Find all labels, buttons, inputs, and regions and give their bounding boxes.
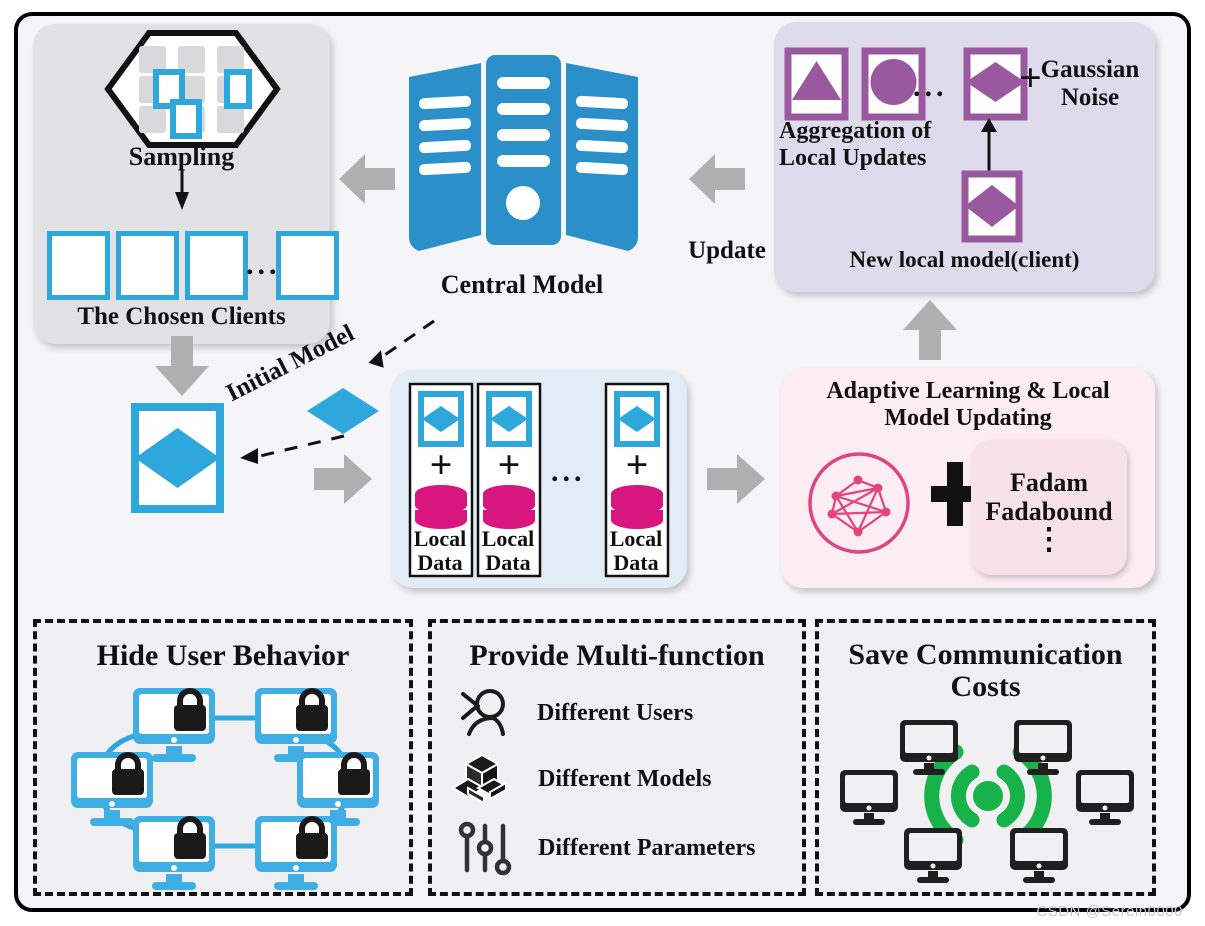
server-rack-icon [405,55,642,253]
diamond-glyph [966,62,1025,102]
local-data-card-label: Local Data [476,526,540,576]
circle-glyph [870,59,917,105]
benefit-title-save-line2: Costs [950,670,1021,704]
feature-label-models: Different Models [538,765,712,792]
sampling-down-arrow-icon [172,170,192,212]
chosen-client-box [276,231,339,300]
benefit-panel-save-communication-costs [815,619,1156,896]
new-local-model-label: New local model(client) [849,247,1080,272]
user-icon [455,688,511,738]
local-data-card-label: Local Data [604,526,668,576]
local-data-line1: Local [609,526,663,551]
chosen-clients-ellipsis: ... [246,248,281,281]
arrow-adaptive-to-aggregation [901,300,959,362]
benefit-title-save: Save Communication Costs [815,638,1156,704]
svg-text:+: + [498,442,521,487]
optimizers-list: Fadam Fadabound ⋮ [975,468,1123,557]
optimizer-item: Fadam [1010,468,1088,497]
benefit-title-provide: Provide Multi-function [469,639,765,672]
feature-label-parameters: Different Parameters [538,834,756,861]
sampling-label: Sampling [128,142,235,171]
aggregation-label: Aggregation of Local Updates [779,118,979,172]
sampling-hexagon-icon [104,30,281,148]
arrow-initial-to-localdata [312,452,374,506]
benefit-title-hide: Hide User Behavior [96,639,350,672]
arrow-aggregation-to-server [687,152,747,206]
chosen-client-box [47,231,110,300]
local-data-line1: Local [413,526,467,551]
plus-noise-symbol: + [1019,55,1042,100]
initial-model-dashed-arrow-icon [228,430,348,466]
chosen-client-box [116,231,179,300]
feature-row-models: Different Models [451,753,712,805]
local-data-line1: Local [481,526,535,551]
initial-model-diamond-icon [306,387,380,435]
chosen-client-box [185,231,248,300]
arrow-server-to-sampling [337,152,397,206]
adaptive-title-line1: Adaptive Learning & Local [826,378,1110,404]
local-data-line2: Data [417,550,463,576]
central-to-initial-dashed-arrow-icon [348,315,438,377]
optimizers-more-dots: ⋮ [1034,523,1064,557]
aggregation-shapes [784,47,1028,121]
adaptive-plus-symbol [928,458,982,530]
new-local-model-up-arrow-icon [978,118,1000,174]
new-local-model-icon [961,170,1023,243]
local-data-ellipsis: ... [551,455,586,488]
feature-row-users: Different Users [455,688,693,738]
gaussian-noise-label: Gaussian Noise [1020,56,1160,112]
aggregation-line2: Local Updates [779,144,927,171]
triangle-glyph [792,61,841,100]
optimizer-item: Fadabound [985,497,1113,527]
local-data-cards: + + + [408,382,670,578]
svg-text:+: + [626,442,649,487]
adaptive-title-line2: Model Updating [884,404,1052,431]
local-data-line2: Data [485,550,531,576]
watermark: CSDN @Serein0000 [1036,903,1183,920]
cubes-icon [451,753,513,805]
arrow-sampling-to-initial [153,336,211,398]
feature-label-users: Different Users [537,699,694,726]
benefit-title-save-line1: Save Communication [848,638,1123,671]
neural-network-icon [806,450,912,556]
locked-monitors-network-icon [55,682,393,890]
optimizers-box [971,440,1127,575]
adaptive-title: Adaptive Learning & Local Model Updating [790,378,1146,432]
svg-text:+: + [430,442,453,487]
gaussian-noise-line2: Noise [1060,84,1120,111]
local-data-card-label: Local Data [408,526,472,576]
wifi-monitors-icon [838,718,1138,888]
feature-row-parameters: Different Parameters [458,820,755,876]
aggregation-ellipsis: ... [913,70,948,103]
chosen-clients-label: The Chosen Clients [77,303,286,330]
arrow-localdata-to-adaptive [705,452,767,506]
update-label: Update [688,237,766,264]
local-data-line2: Data [613,550,659,576]
sliders-icon [458,820,512,876]
aggregation-line1: Aggregation of [779,118,932,144]
gaussian-noise-line1: Gaussian [1040,56,1140,83]
central-model-label: Central Model [440,270,604,299]
initial-model-box-icon [131,403,224,513]
